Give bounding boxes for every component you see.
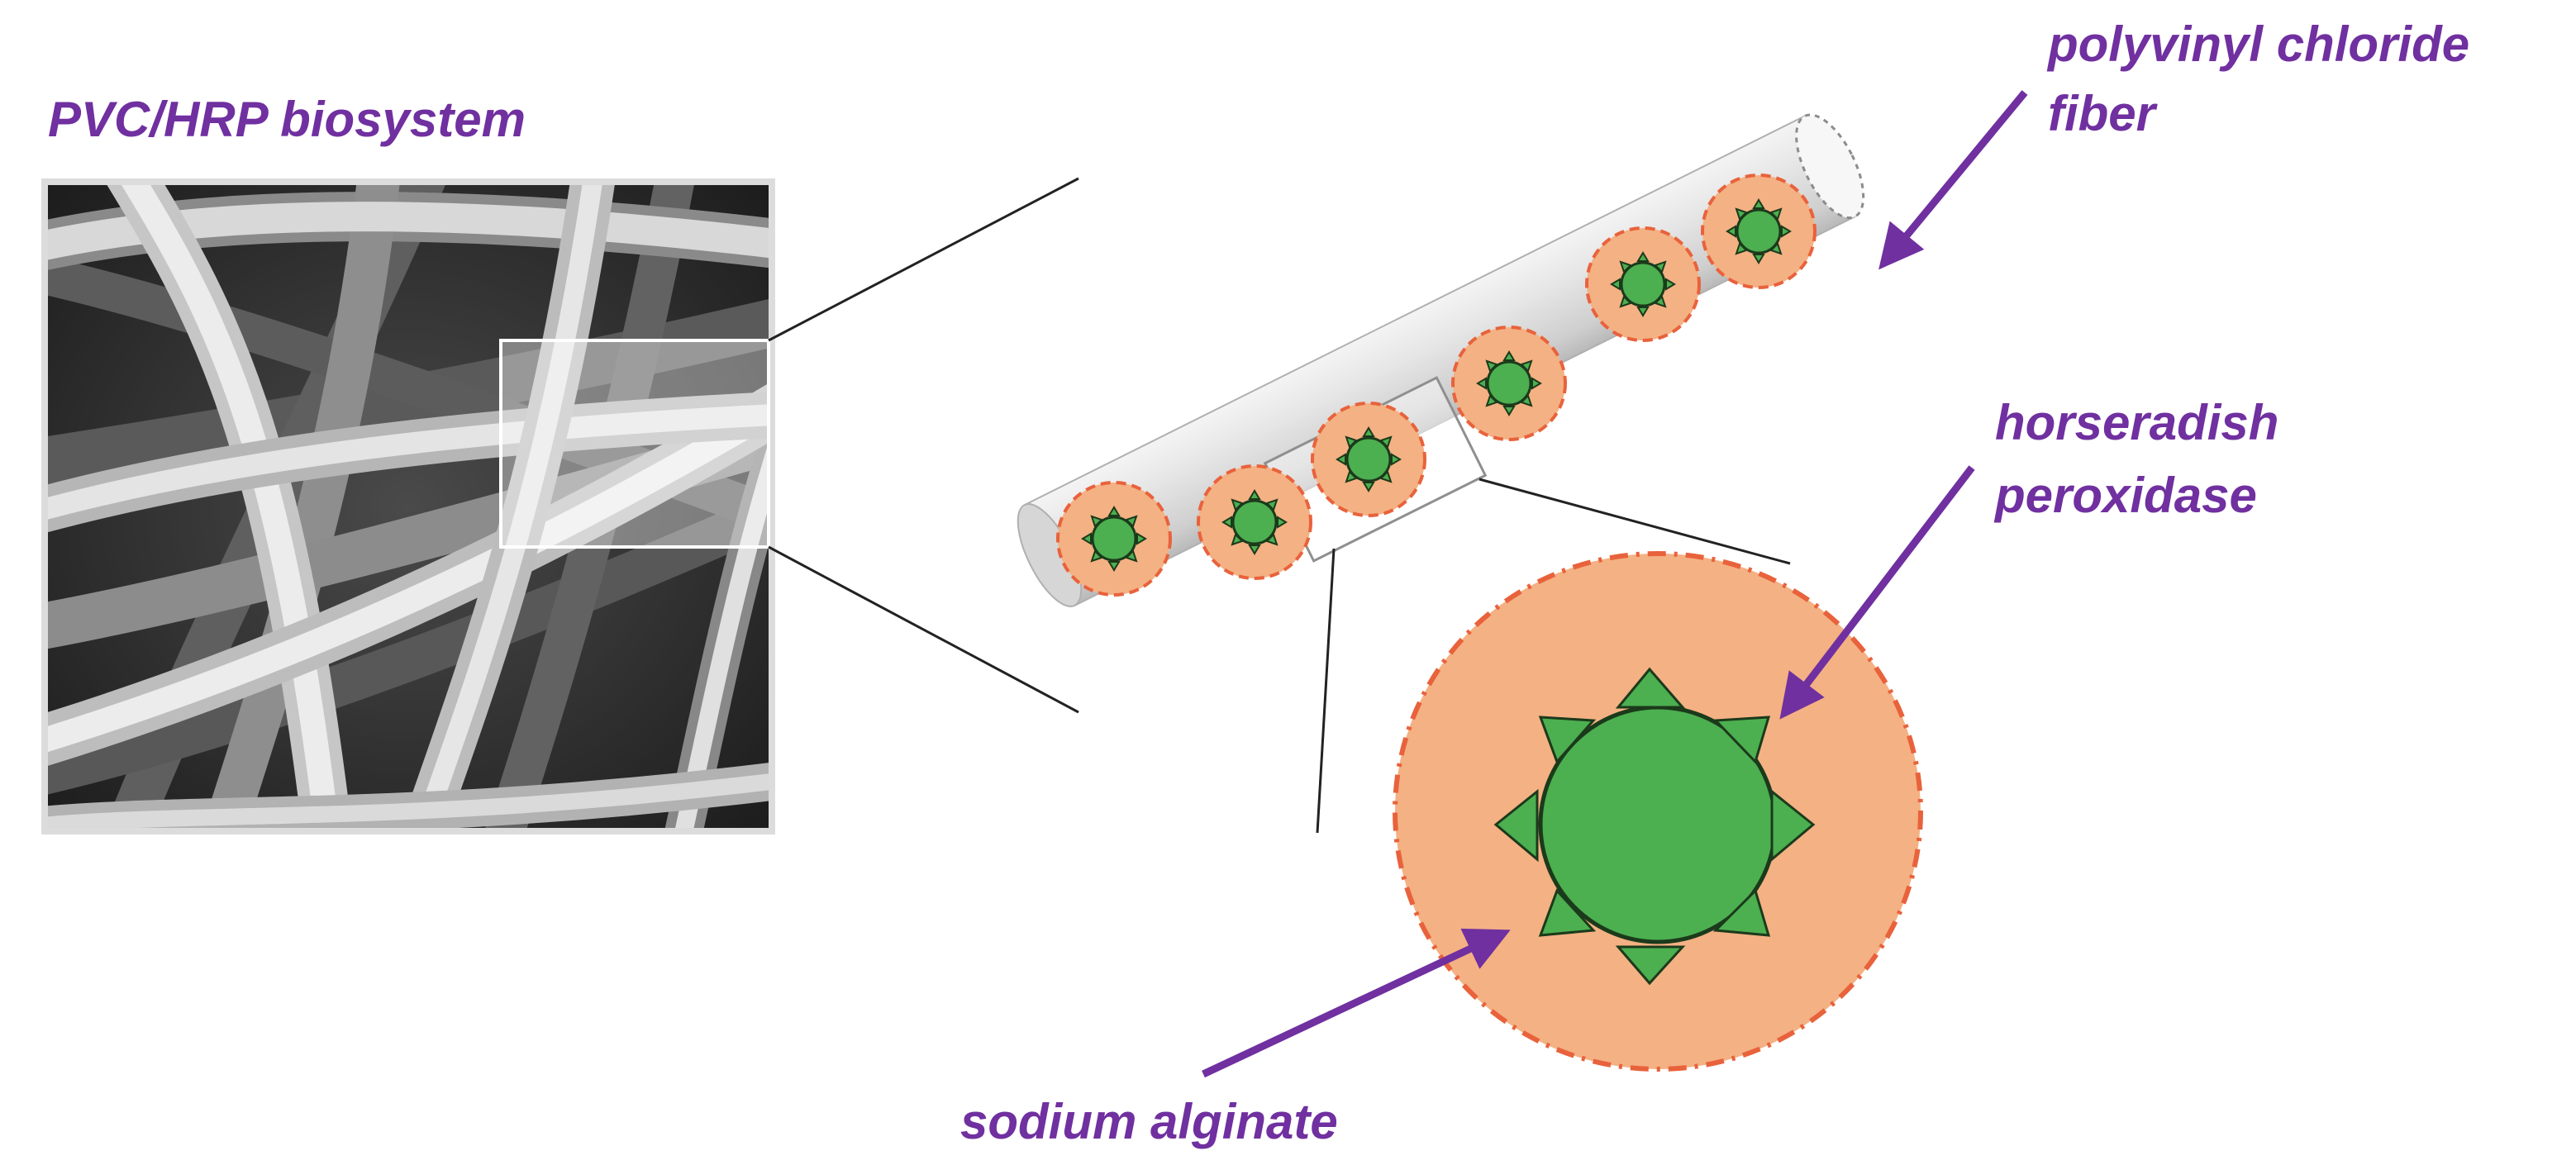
label-fiber: fiber <box>2048 86 2159 141</box>
alginate-bead-detail <box>1393 551 1923 1072</box>
alginate-bead-icon <box>1585 226 1701 342</box>
label-polyvinyl-chloride: polyvinyl chloride <box>2046 17 2469 72</box>
alginate-bead-icon <box>1197 464 1312 580</box>
alginate-bead-row <box>1056 174 1817 597</box>
micrograph-fibers <box>48 185 769 828</box>
zoom-lines-micrograph <box>768 177 1079 714</box>
zoom-selection-box <box>499 339 770 549</box>
arrow-icon <box>1878 90 2028 270</box>
sem-micrograph <box>41 178 775 835</box>
fiber-open-end <box>1795 113 1865 220</box>
horseradish-peroxidase-icon <box>1493 667 1816 986</box>
diagram-title: PVC/HRP biosystem <box>48 92 526 147</box>
arrow-icon <box>1202 928 1511 1078</box>
alginate-bead-icon <box>1701 174 1817 289</box>
alginate-bead-icon <box>1311 402 1426 517</box>
zoom-lines-bead <box>1316 478 1791 834</box>
label-sodium-alginate: sodium alginate <box>960 1094 1338 1149</box>
alginate-bead-icon <box>1451 326 1567 441</box>
label-peroxidase: peroxidase <box>1993 468 2257 523</box>
arrow-icon <box>1779 465 1975 720</box>
label-horseradish: horseradish <box>1995 395 2278 450</box>
alginate-bead-icon <box>1056 481 1172 597</box>
pvc-fiber <box>1017 113 1865 607</box>
